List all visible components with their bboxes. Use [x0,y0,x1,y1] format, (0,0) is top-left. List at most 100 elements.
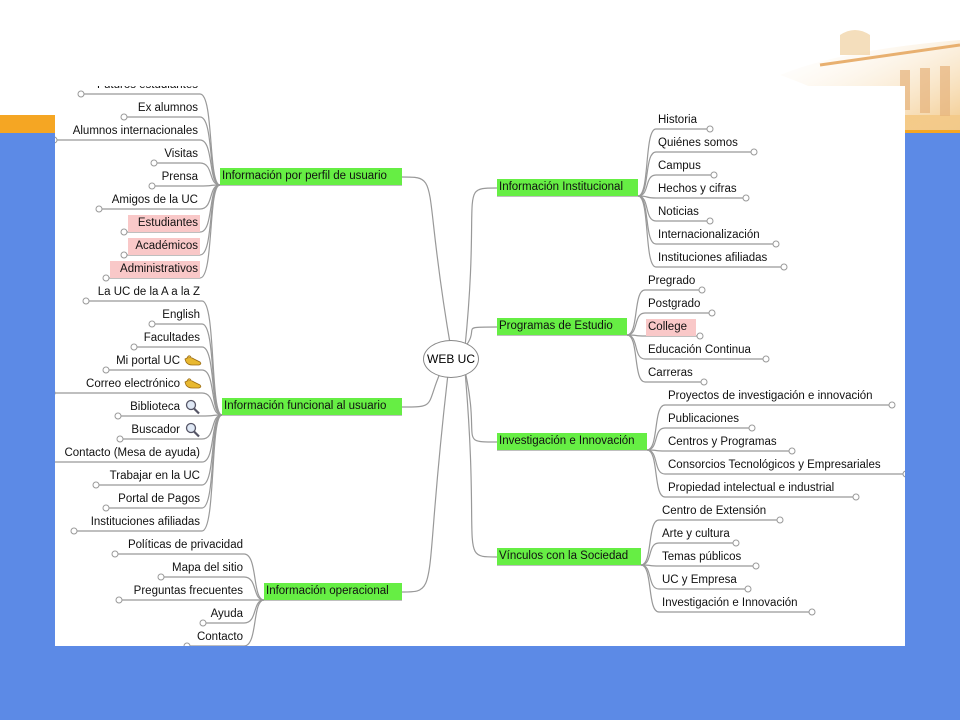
leaf-node[interactable]: Mapa del sitio [172,562,243,574]
leaf-node[interactable]: Temas públicos [662,551,742,563]
collapse-handle-icon[interactable] [120,228,128,236]
collapse-handle-icon[interactable] [92,481,100,489]
leaf-node[interactable]: Trabajar en la UC [109,470,200,482]
leaf-node[interactable]: Propiedad intelectual e industrial [668,482,835,494]
leaf-node[interactable]: Facultades [143,332,200,344]
leaf-node[interactable]: Portal de Pagos [118,493,200,505]
collapse-handle-icon[interactable] [710,171,718,179]
leaf-node[interactable]: Centros y Programas [668,436,777,448]
collapse-handle-icon[interactable] [157,573,165,581]
collapse-handle-icon[interactable] [70,527,78,535]
branch-node[interactable]: Investigación e Innovación [497,433,647,450]
collapse-handle-icon[interactable] [102,274,110,282]
branch-node[interactable]: Información operacional [264,583,402,600]
collapse-handle-icon[interactable] [698,286,706,294]
leaf-node[interactable]: Contacto (Mesa de ayuda) [64,447,200,459]
collapse-handle-icon[interactable] [115,596,123,604]
leaf-node[interactable]: Académicos [128,238,200,255]
leaf-node[interactable]: Carreras [648,367,693,379]
collapse-handle-icon[interactable] [183,642,191,646]
leaf-node[interactable]: Postgrado [648,298,701,310]
leaf-node[interactable]: Amigos de la UC [111,194,198,206]
branch-node[interactable]: Información funcional al usuario [222,398,402,415]
leaf-node[interactable]: Visitas [164,148,198,160]
leaf-node[interactable]: Centro de Extensión [662,505,767,517]
collapse-handle-icon[interactable] [706,125,714,133]
branch-node[interactable]: Vínculos con la Sociedad [497,548,641,565]
collapse-handle-icon[interactable] [82,297,90,305]
leaf-node[interactable]: Hechos y cifras [658,183,737,195]
collapse-handle-icon[interactable] [776,516,784,524]
collapse-handle-icon[interactable] [148,320,156,328]
leaf-node[interactable]: Prensa [161,171,198,183]
collapse-handle-icon[interactable] [120,251,128,259]
leaf-node[interactable]: Consorcios Tecnológicos y Empresariales [668,459,881,471]
leaf-node[interactable]: College [646,319,696,336]
leaf-node[interactable]: Estudiantes [128,215,200,232]
collapse-handle-icon[interactable] [130,343,138,351]
collapse-handle-icon[interactable] [77,90,85,98]
collapse-handle-icon[interactable] [708,309,716,317]
leaf-node[interactable]: Administrativos [110,261,200,278]
collapse-handle-icon[interactable] [114,412,122,420]
leaf-node[interactable]: Internacionalización [658,229,760,241]
leaf-node[interactable]: Buscador [131,424,180,436]
leaf-node[interactable]: Pregrado [648,275,696,287]
leaf-node[interactable]: Biblioteca [130,401,180,413]
collapse-handle-icon[interactable] [120,113,128,121]
collapse-handle-icon[interactable] [55,136,58,144]
leaf-node[interactable]: Arte y cultura [662,528,730,540]
leaf-node[interactable]: Ex alumnos [137,102,198,114]
collapse-handle-icon[interactable] [888,401,896,409]
collapse-handle-icon[interactable] [780,263,788,271]
collapse-handle-icon[interactable] [199,619,207,627]
collapse-handle-icon[interactable] [742,194,750,202]
collapse-handle-icon[interactable] [744,585,752,593]
leaf-node[interactable]: Correo electrónico [86,378,180,390]
collapse-handle-icon[interactable] [700,378,708,386]
collapse-handle-icon[interactable] [772,240,780,248]
collapse-handle-icon[interactable] [902,470,905,478]
collapse-handle-icon[interactable] [102,366,110,374]
leaf-node[interactable]: Preguntas frecuentes [133,585,243,597]
leaf-node[interactable]: Alumnos internacionales [72,125,198,137]
collapse-handle-icon[interactable] [102,504,110,512]
collapse-handle-icon[interactable] [696,332,704,340]
collapse-handle-icon[interactable] [752,562,760,570]
leaf-node[interactable]: Futuros estudiantes [85,86,200,94]
collapse-handle-icon[interactable] [732,539,740,547]
leaf-node[interactable]: Mi portal UC [116,355,180,367]
leaf-node[interactable]: La UC de la A a la Z [97,286,200,298]
leaf-node[interactable]: Educación Continua [648,344,751,356]
collapse-handle-icon[interactable] [150,159,158,167]
leaf-node[interactable]: Instituciones afiliadas [658,252,768,264]
leaf-node[interactable]: Noticias [658,206,699,218]
leaf-node[interactable]: Proyectos de investigación e innovación [668,390,873,402]
leaf-node[interactable]: Instituciones afiliadas [90,516,200,528]
leaf-node[interactable]: Investigación e Innovación [662,597,798,609]
collapse-handle-icon[interactable] [788,447,796,455]
branch-node[interactable]: Programas de Estudio [497,318,627,335]
collapse-handle-icon[interactable] [808,608,816,616]
branch-node[interactable]: Información Institucional [497,179,638,196]
root-node[interactable]: WEB UC [423,340,479,378]
branch-node[interactable]: Información por perfil de usuario [220,168,402,185]
collapse-handle-icon[interactable] [748,424,756,432]
leaf-node[interactable]: Historia [658,114,697,126]
leaf-node[interactable]: Ayuda [210,608,243,620]
collapse-handle-icon[interactable] [111,550,119,558]
collapse-handle-icon[interactable] [95,205,103,213]
collapse-handle-icon[interactable] [852,493,860,501]
leaf-node[interactable]: Quiénes somos [658,137,738,149]
leaf-node[interactable]: UC y Empresa [662,574,737,586]
collapse-handle-icon[interactable] [706,217,714,225]
leaf-node[interactable]: English [162,309,200,321]
leaf-node[interactable]: Contacto [196,631,243,643]
collapse-handle-icon[interactable] [116,435,124,443]
collapse-handle-icon[interactable] [750,148,758,156]
collapse-handle-icon[interactable] [762,355,770,363]
collapse-handle-icon[interactable] [148,182,156,190]
leaf-node[interactable]: Políticas de privacidad [127,539,243,551]
leaf-node[interactable]: Campus [658,160,701,172]
leaf-node[interactable]: Publicaciones [668,413,739,425]
